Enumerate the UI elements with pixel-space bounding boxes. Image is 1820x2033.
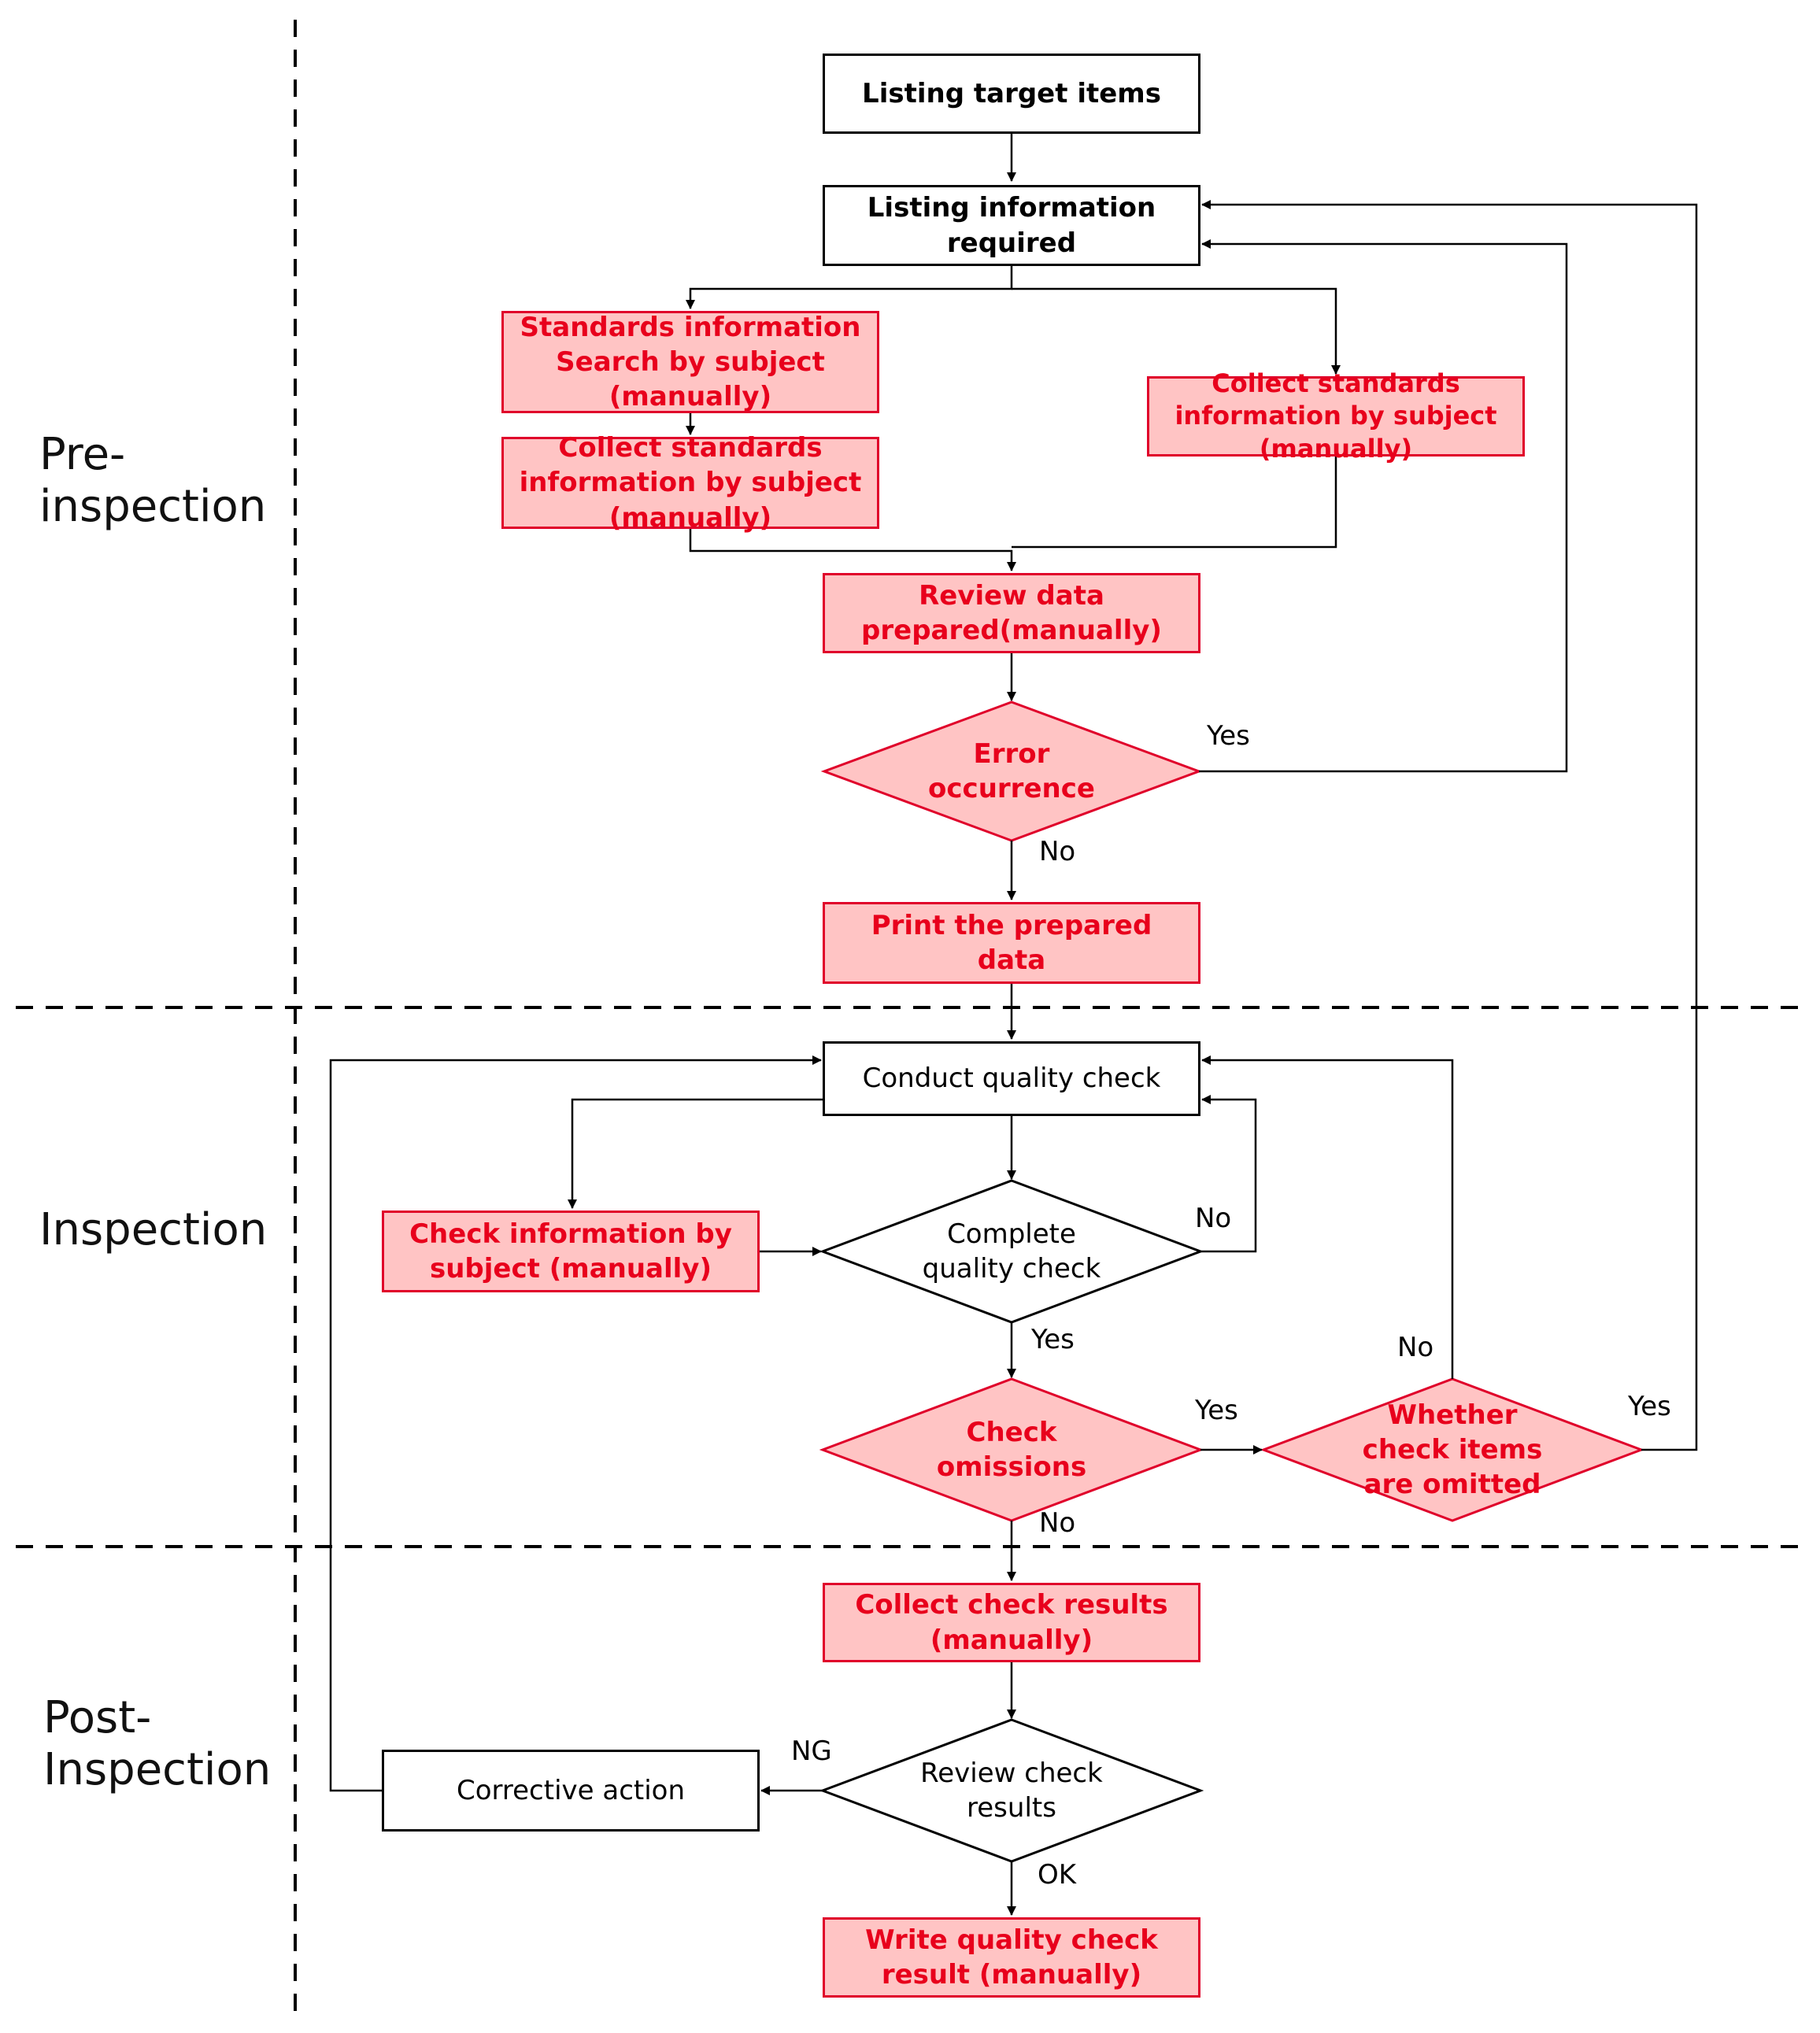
edge-label-omissions-no: No <box>1039 1507 1076 1539</box>
edge-label-omissions-yes: Yes <box>1195 1395 1238 1426</box>
complete-quality-check-label: Complete quality check <box>922 1218 1101 1284</box>
edge-label-complete-no: No <box>1195 1203 1232 1234</box>
whether-omitted-diamond <box>1260 1377 1645 1522</box>
collect-standards-right-box: Collect standards information by subject… <box>1147 368 1525 464</box>
listing-target-items-box: Listing target items <box>823 54 1200 134</box>
edge-label-error-yes: Yes <box>1207 720 1250 752</box>
error-occurrence-label: Error occurrence <box>928 737 1095 804</box>
review-data-prepared-box: Review data prepared(manually) <box>823 573 1200 653</box>
edge-label-error-no: No <box>1039 836 1076 867</box>
print-prepared-data-box: Print the prepared data <box>823 902 1200 984</box>
edge-label-review-ng: NG <box>791 1735 832 1767</box>
listing-information-required-box: Listing information required <box>823 185 1200 266</box>
whether-check-items-omitted-label: Whether check items are omitted <box>1362 1399 1543 1501</box>
check-omissions-label: Check omissions <box>936 1416 1087 1483</box>
write-quality-check-result-box: Write quality check result (manually) <box>823 1917 1200 1998</box>
edge-collect-right-to-review <box>1012 457 1337 549</box>
collect-standards-left-box: Collect standards information by subject… <box>501 432 879 534</box>
edge-label-complete-yes: Yes <box>1031 1324 1075 1355</box>
edge-label-review-ok: OK <box>1038 1859 1077 1891</box>
phase-label-inspection: Inspection <box>39 1204 268 1255</box>
edge-whether-yes-loop <box>1201 200 1698 1451</box>
edge-info-to-collect-right <box>1012 287 1341 375</box>
review-check-results-label: Review check results <box>920 1757 1103 1824</box>
edge-collect-left-to-review <box>689 529 1016 571</box>
phase-label-pre-inspection: Pre- inspection <box>39 429 267 533</box>
edge-corrective-loop <box>329 1055 822 1792</box>
corrective-action-box: Corrective action <box>382 1750 760 1832</box>
collect-check-results-box: Collect check results (manually) <box>823 1583 1200 1662</box>
edge-whether-no-loop <box>1201 1055 1454 1379</box>
check-information-box: Check information by subject (manually) <box>382 1211 760 1292</box>
phase-label-post-inspection: Post- Inspection <box>43 1692 272 1796</box>
edge-complete-no-loop <box>1200 1095 1257 1253</box>
edge-conduct-to-checkinfo <box>568 1098 823 1209</box>
edge-info-to-search <box>686 266 1013 309</box>
edge-label-whether-no: No <box>1397 1332 1434 1363</box>
edge-label-whether-yes: Yes <box>1628 1391 1671 1422</box>
standards-search-box: Standards information Search by subject … <box>501 311 879 413</box>
edge-error-yes-loop <box>1199 239 1568 773</box>
conduct-quality-check-box: Conduct quality check <box>823 1041 1200 1116</box>
